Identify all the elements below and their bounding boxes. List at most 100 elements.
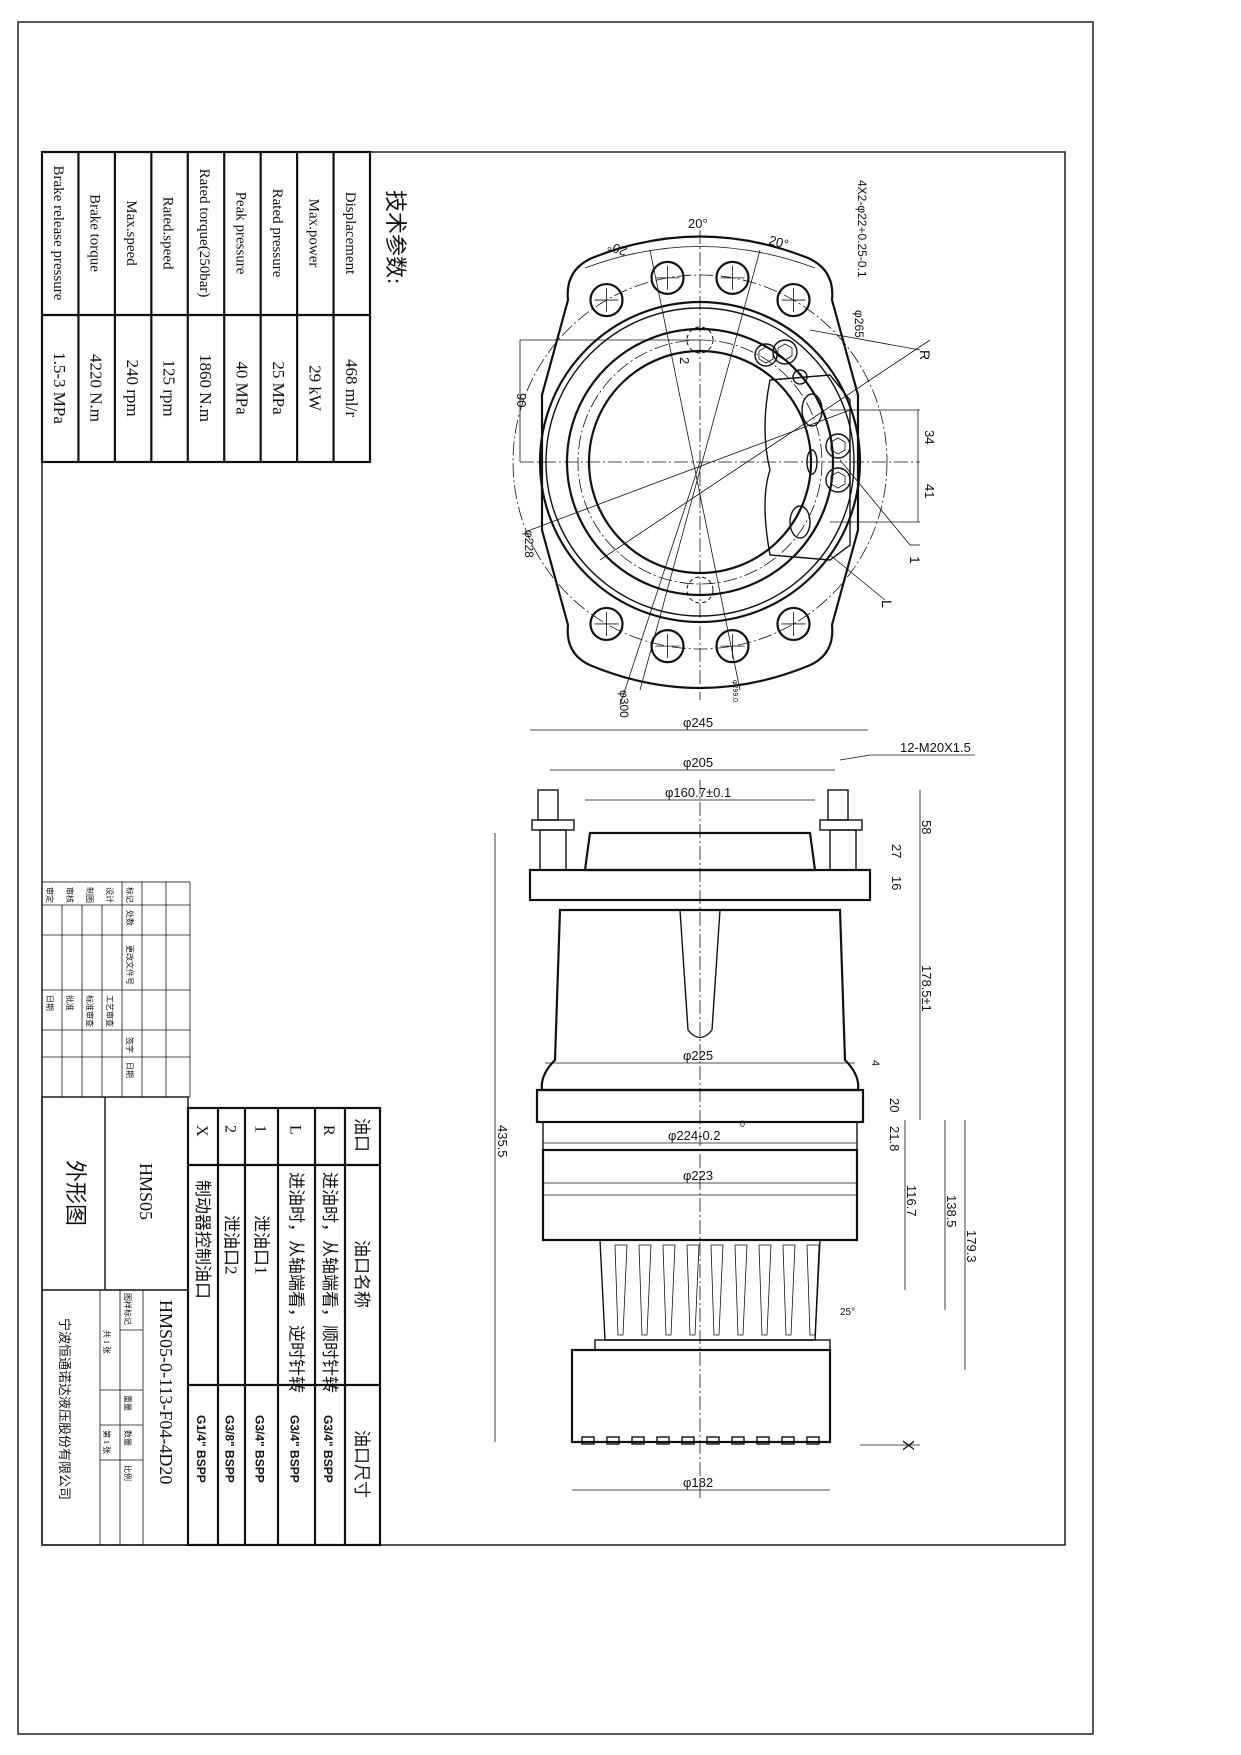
bolt-head [756, 1436, 770, 1445]
port-size: G3/4" BSPP [321, 1415, 335, 1483]
diameter-265: φ265 [852, 310, 866, 338]
rev-header: 处数 [125, 910, 135, 926]
port-name-header: 油口名称 [352, 1240, 371, 1308]
port-name: 进油时，从轴端看，顺时针转 [320, 1172, 339, 1393]
dim-179-3: 179.3 [964, 1230, 979, 1263]
dim-d223: φ223 [683, 1168, 713, 1183]
angle-label: 20° [767, 232, 790, 252]
bolt-head [631, 1436, 645, 1445]
bolt-head [806, 1436, 820, 1445]
bolt-hole [589, 606, 624, 642]
company-name: 宁波恒通诺达液压股份有限公司 [57, 1318, 72, 1500]
port-name: 制动器控制油口 [193, 1180, 212, 1299]
param-label: Displacement [342, 192, 358, 275]
dim-21-8: 21.8 [887, 1126, 902, 1151]
dim-41: 41 [922, 484, 937, 498]
port-id: X [193, 1125, 210, 1137]
port-name: 泄油口1 [252, 1215, 271, 1275]
diameter-228: φ228 [522, 530, 536, 558]
sheets-total: 共 1 张 [102, 1330, 111, 1354]
rev-role: 工艺审查 [105, 995, 115, 1027]
param-label: Rated torque(250bar) [196, 169, 212, 298]
inner-frame [41, 151, 1066, 1546]
bolt-hole [650, 629, 685, 664]
mark-label: 图样标记 [123, 1293, 133, 1325]
port-size: G3/8" BSPP [223, 1415, 237, 1483]
dim-90: 90 [514, 393, 529, 407]
port-header: 油口 [352, 1118, 371, 1152]
param-value: 1.5-3 MPa [50, 352, 69, 424]
spoke [686, 1244, 700, 1336]
port-size-header: 油口尺寸 [352, 1430, 371, 1498]
holes-label: 4X2-φ22+0.25-0.1 [855, 180, 869, 278]
port-id: L [287, 1125, 304, 1135]
side-view: φ245 φ205 φ160.7±0.1 12-M20X1.5 φ225 0 φ… [494, 715, 979, 1500]
spoke [806, 1244, 820, 1336]
flange-outline [540, 235, 860, 690]
dim-d225: φ225 [683, 1048, 713, 1063]
diameter-299: φ299.0 [731, 680, 738, 702]
dim-116-7: 116.7 [904, 1185, 919, 1217]
spoke [734, 1244, 748, 1336]
param-label: Peak pressure [232, 192, 248, 275]
param-label: Rated pressure [269, 189, 285, 278]
port-id: R [320, 1125, 337, 1136]
port-table: 油口 油口名称 油口尺寸 R 进油时，从轴端看，顺时针转 G3/4" BSPP L 进油… [186, 1106, 382, 1547]
outer-border [17, 21, 1094, 1735]
port-label-2: 2 [677, 357, 692, 364]
drawing-number: HMS05-0-113-F04-4D20 [156, 1300, 176, 1484]
port-label-R: R [917, 350, 933, 360]
dim-435-5: 435.5 [495, 1125, 510, 1158]
port-size: G1/4" BSPP [194, 1415, 208, 1483]
port-size: G3/4" BSPP [288, 1415, 302, 1483]
scale-label: 比例 [123, 1465, 133, 1481]
spoke [614, 1244, 628, 1336]
bolt-head [581, 1436, 595, 1445]
angle-label: 20° [688, 216, 708, 231]
weight-label: 重量 [123, 1395, 133, 1411]
port-name: 泄油口2 [222, 1215, 241, 1275]
param-value: 29 kW [305, 365, 324, 412]
port-label-1: 1 [907, 556, 923, 564]
bolt-head [681, 1436, 695, 1445]
dim-138-5: 138.5 [944, 1195, 959, 1228]
rev-header: 更改文件号 [125, 945, 135, 985]
rev-header: 标记 [125, 887, 135, 903]
port-label-X: X [899, 1440, 916, 1451]
dim-d182: φ182 [683, 1475, 713, 1490]
dim-d224: φ224-0.2 [668, 1128, 721, 1143]
port-name: 进油时，从轴端看，逆时针转 [287, 1172, 306, 1393]
rev-role: 标准审查 [85, 995, 95, 1027]
port-id: 2 [222, 1125, 239, 1133]
rev-role: 制图 [85, 887, 95, 903]
bolt-hole [776, 606, 811, 642]
param-value: 4220 N.m [87, 354, 106, 422]
angle-label: 20° [605, 238, 629, 259]
spoke [710, 1244, 724, 1336]
param-label: Brake release pressure [50, 166, 66, 301]
bolt-hole [589, 282, 624, 318]
bolt-hole [650, 260, 685, 295]
sheet-number: 第 1 张 [102, 1430, 112, 1454]
rev-role: 审核 [65, 887, 75, 903]
thread-label: 12-M20X1.5 [900, 740, 971, 755]
spoke [758, 1244, 772, 1336]
title-block: 外形图 HMS05 HMS05-0-113-F04-4D20 宁波恒通诺达液压股… [41, 1096, 189, 1546]
port-id: 1 [252, 1125, 269, 1133]
rev-header: 日期 [125, 1062, 134, 1078]
dim-178-5: 178.5±1 [919, 965, 934, 1012]
dim-4: 4 [869, 1060, 881, 1066]
param-label: Brake torque [87, 194, 103, 272]
dim-27: 27 [889, 844, 904, 858]
spoke [782, 1244, 796, 1336]
bolt-head [781, 1436, 795, 1445]
rev-header: 签字 [125, 1037, 135, 1053]
rev-role: 日期 [45, 995, 54, 1011]
rev-role: 审定 [45, 887, 55, 903]
bolt-hole [715, 260, 750, 295]
parameter-table-title: 技术参数: [383, 190, 408, 284]
angle-25: 25° [840, 1307, 855, 1318]
qty-label: 数量 [123, 1430, 133, 1446]
bolt-head [656, 1436, 670, 1445]
